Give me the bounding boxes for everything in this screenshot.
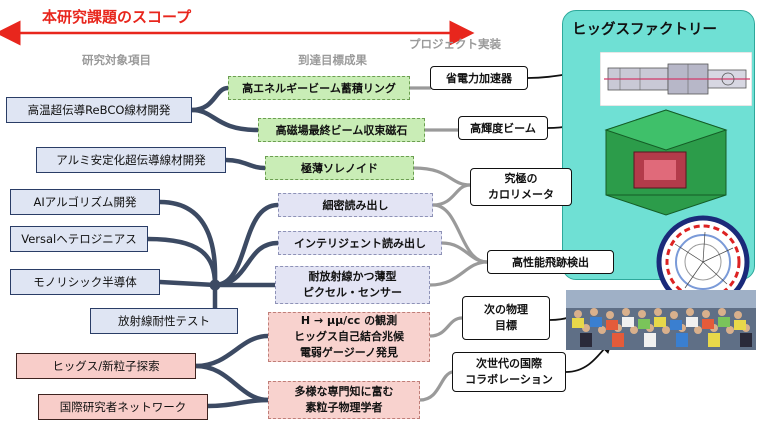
edge-pixel-tracking	[428, 260, 489, 287]
scope-title: 本研究課題のスコープ	[42, 8, 192, 26]
header-project: プロジェクト実装	[409, 37, 501, 51]
goal-intelligent-readout: インテリジェント読み出し	[278, 231, 442, 255]
edge-to-intel-readout	[212, 240, 281, 288]
edge-al-solenoid	[223, 157, 268, 171]
accelerator-image	[600, 52, 752, 106]
research-network: 国際研究者ネットワーク	[38, 394, 208, 420]
edge-versal	[145, 236, 218, 288]
research-radiation-test: 放射線耐性テスト	[90, 308, 238, 334]
impl-high-performance-tracking: 高性能飛跡検出	[487, 250, 614, 274]
goal-pixel-sensor: 耐放射線かつ薄型ピクセル・センサー	[275, 266, 430, 304]
factory-title: ヒッグスファクトリー	[572, 22, 717, 38]
goal-fine-readout: 細密読み出し	[278, 193, 433, 217]
edge-rebco-ring	[189, 85, 231, 113]
impl-power-saving-accelerator: 省電力加速器	[430, 66, 528, 90]
research-versal: Versalヘテロジニアス	[10, 226, 148, 252]
edge-mono	[157, 279, 218, 288]
research-aluminum: アルミ安定化超伝導線材開発	[36, 147, 226, 173]
header-research: 研究対象項目	[82, 53, 151, 67]
goal-higgs-observations: H → μμ/cc の観測ヒッグス自己結合兆候電弱ゲージーノ発見	[268, 312, 430, 362]
edge-network-physicists	[205, 397, 271, 409]
research-monolithic: モノリシック半導体	[10, 269, 160, 295]
impl-ultimate-calorimeter: 究極のカロリメータ	[470, 168, 572, 206]
junction-node	[209, 279, 221, 291]
research-ai: AIアルゴリズム開発	[10, 189, 160, 215]
header-goals: 到達目標成果	[298, 53, 367, 67]
research-higgs-search: ヒッグス/新粒子探索	[16, 353, 196, 379]
edge-physicists-collab	[418, 370, 454, 402]
edge-rebco-magnet	[189, 107, 261, 133]
goal-diverse-physicists: 多様な専門知に富む素粒子物理学者	[268, 381, 420, 419]
research-rebco: 高温超伝導ReBCO線材開発	[6, 97, 192, 123]
edge-fine-calo	[431, 183, 472, 207]
goal-storage-ring: 高エネルギービーム蓄積リング	[228, 76, 410, 100]
edge-higgs-obs	[193, 333, 271, 369]
goal-final-focus-magnet: 高磁場最終ビーム収束磁石	[258, 118, 425, 142]
collaboration-photo	[566, 290, 756, 350]
calorimeter-image	[604, 109, 728, 216]
impl-next-gen-collaboration: 次世代の国際コラボレーション	[452, 352, 566, 392]
impl-high-luminosity-beam: 高輝度ビーム	[458, 116, 548, 140]
impl-next-physics-goal: 次の物理目標	[462, 296, 550, 340]
edge-obs-nextphys	[428, 316, 464, 338]
goal-thin-solenoid: 極薄ソレノイド	[265, 156, 414, 180]
edge-solenoid-calo	[412, 166, 472, 187]
tracking-detector-image	[656, 215, 750, 309]
